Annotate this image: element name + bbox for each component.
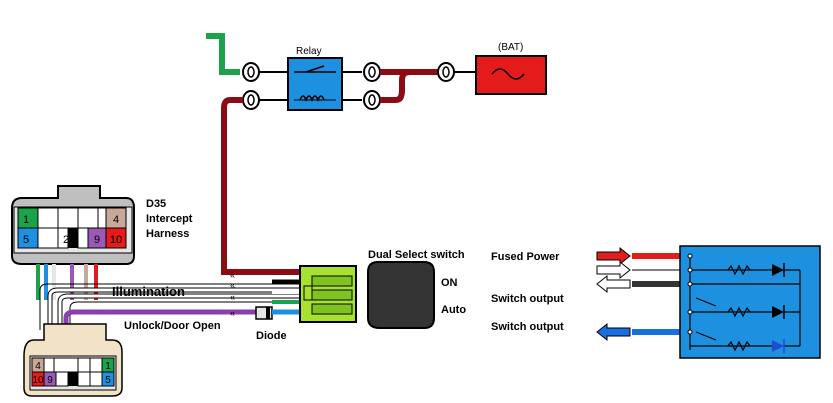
relay [287, 57, 343, 111]
wire-arrows: « « « « [230, 270, 235, 318]
switch-title: Dual Select switch [368, 249, 465, 261]
switch-on-label: ON [441, 277, 458, 289]
bottom-pin-7: 7 [70, 375, 76, 386]
switch-schematic-panel [679, 245, 821, 359]
switch-plug [299, 265, 357, 323]
unlock-wire-label: Unlock/Door Open [124, 320, 221, 332]
dual-select-switch [367, 261, 435, 329]
relay-label: Relay [296, 46, 322, 57]
battery-label: (BAT) [498, 42, 523, 53]
bottom-pin-10: 10 [32, 375, 44, 386]
ground-wire [206, 33, 240, 75]
harness-wires [36, 264, 300, 334]
output-arrows [596, 246, 631, 342]
harness-label-line1: D35 [146, 198, 166, 210]
d35-connector-top [11, 185, 135, 265]
relay-input-terminal-bottom [242, 90, 260, 110]
battery-terminal [437, 62, 455, 82]
bottom-pin-9: 9 [47, 375, 53, 386]
top-pin-4: 4 [113, 214, 119, 226]
diode-label: Diode [256, 330, 287, 342]
harness-label-line3: Harness [146, 228, 189, 240]
switch-output-label-1: Switch output [491, 293, 564, 305]
relay-input-terminal-top [242, 62, 260, 82]
bottom-pin-5: 5 [105, 375, 111, 386]
top-pin-10: 10 [110, 234, 122, 246]
svg-text:«: « [230, 292, 235, 302]
svg-text:«: « [230, 270, 235, 280]
illumination-wire-label: Illumination [112, 284, 185, 299]
harness-label-line2: Intercept [146, 213, 193, 225]
svg-text:«: « [230, 280, 235, 290]
bottom-pin-1: 1 [105, 361, 111, 372]
relay-output-terminal-bottom [363, 90, 381, 110]
diode [255, 306, 273, 320]
relay-output-terminal-top [363, 62, 381, 82]
top-pin-1: 1 [23, 214, 29, 226]
switch-output-label-2: Switch output [491, 321, 564, 333]
bottom-connector [23, 323, 123, 397]
battery-fuse [475, 55, 547, 95]
switch-auto-label: Auto [441, 304, 466, 316]
top-pin-9: 9 [94, 234, 100, 246]
fused-power-wire [221, 97, 300, 275]
fused-power-label: Fused Power [491, 251, 560, 263]
svg-text:«: « [230, 308, 235, 318]
top-pin-5: 5 [23, 234, 29, 246]
bottom-pin-4: 4 [35, 361, 41, 372]
top-pin-2: 2 [63, 234, 69, 246]
